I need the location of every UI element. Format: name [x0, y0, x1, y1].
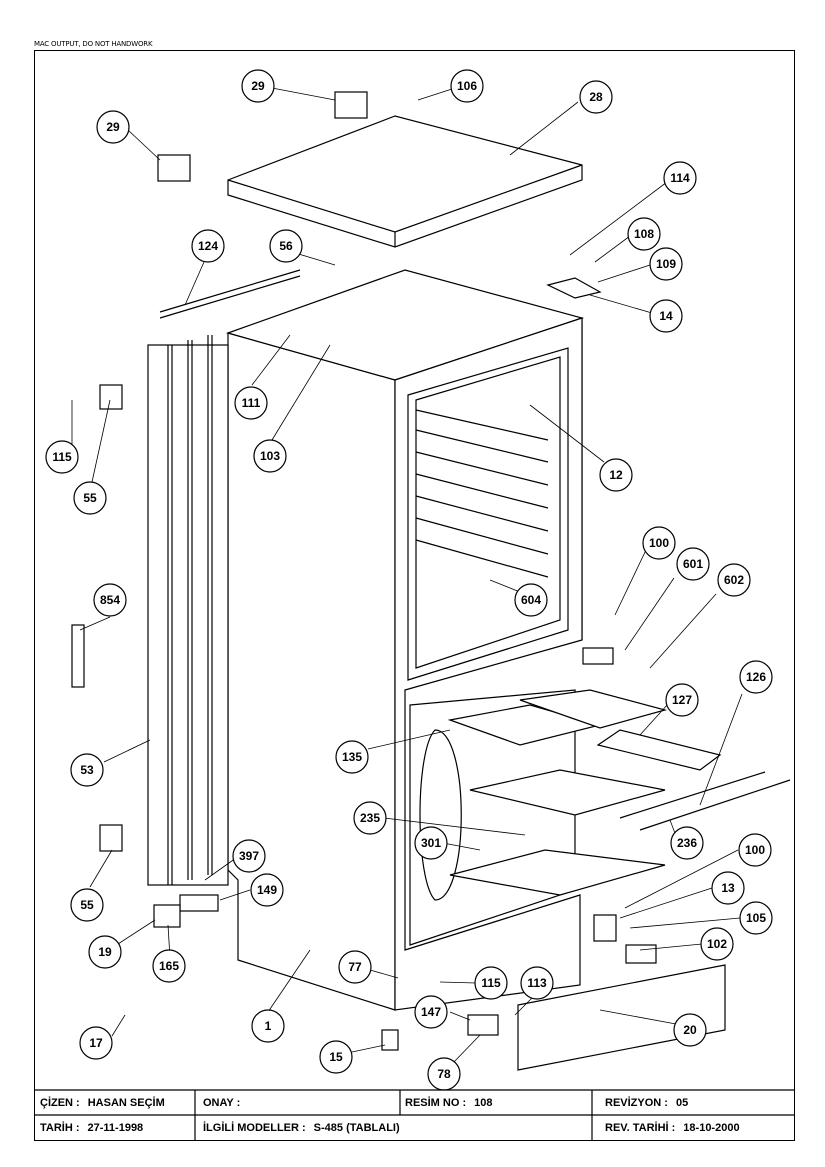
part-label-301: 301	[421, 836, 441, 850]
part-label-106: 106	[457, 79, 477, 93]
part-label-135: 135	[342, 750, 362, 764]
part-label-29: 29	[106, 120, 120, 134]
part-label-77: 77	[348, 960, 362, 974]
freezer-tray-2	[469, 769, 666, 816]
thermostat-854	[71, 624, 85, 688]
part-label-149: 149	[257, 883, 277, 897]
part-label-12: 12	[609, 468, 623, 482]
revision-date: REV. TARİHİ :18-10-2000	[605, 1122, 740, 1134]
part-label-127: 127	[672, 693, 692, 707]
foot	[381, 1029, 399, 1051]
part-label-53: 53	[80, 763, 94, 777]
part-label-13: 13	[721, 881, 735, 895]
drawing-number: RESİM NO :108	[405, 1097, 493, 1109]
part-label-56: 56	[279, 239, 293, 253]
part-label-602: 602	[724, 573, 744, 587]
date: TARİH :27-11-1998	[40, 1122, 144, 1134]
part-127	[596, 729, 722, 771]
part-label-78: 78	[437, 1067, 451, 1081]
part-label-397: 397	[239, 849, 259, 863]
revision: REVİZYON :05	[605, 1097, 689, 1109]
strip-124	[159, 269, 301, 313]
part-label-17: 17	[89, 1036, 103, 1050]
part-label-111: 111	[242, 396, 261, 410]
part-label-103: 103	[260, 449, 280, 463]
part-label-115: 115	[52, 450, 72, 464]
header-note: MAC OUTPUT, DO NOT HANDWORK	[34, 40, 153, 48]
part-label-29: 29	[251, 79, 265, 93]
part-label-105: 105	[746, 911, 766, 925]
part-label-126: 126	[746, 670, 766, 684]
part-label-235: 235	[360, 811, 380, 825]
part-label-604: 604	[521, 593, 541, 607]
related-models: İLGİLİ MODELLER :S-485 (TABLALI)	[203, 1122, 400, 1134]
cover-bracket-right	[334, 91, 368, 119]
part-label-236: 236	[677, 836, 697, 850]
part-label-55: 55	[83, 491, 97, 505]
fridge-compartment	[407, 347, 569, 681]
part-label-55: 55	[80, 898, 94, 912]
part-label-19: 19	[98, 945, 112, 959]
part-label-28: 28	[589, 90, 603, 104]
part-label-115: 115	[481, 976, 501, 990]
part-balloons	[45, 69, 773, 1091]
part-label-601: 601	[683, 557, 703, 571]
coil-149	[179, 894, 219, 912]
freezer-tray-3	[449, 849, 666, 896]
drawn-by: ÇİZEN :HASAN SEÇİM	[40, 1097, 165, 1109]
part-label-854: 854	[100, 593, 120, 607]
part-label-165: 165	[159, 959, 179, 973]
part-label-147: 147	[421, 1005, 441, 1019]
approval: ONAY :	[203, 1097, 241, 1109]
top-cover	[227, 115, 583, 248]
part-label-114: 114	[670, 171, 690, 185]
part-label-20: 20	[683, 1023, 697, 1037]
drawing-frame	[34, 50, 795, 1141]
part-label-109: 109	[656, 257, 676, 271]
part-label-1: 1	[265, 1019, 272, 1033]
cabinet-side	[227, 332, 396, 1011]
front-frame	[394, 317, 583, 1011]
bracket-14	[546, 277, 602, 299]
part-label-15: 15	[329, 1050, 343, 1064]
part-label-124: 124	[198, 239, 218, 253]
hinge-13	[593, 914, 617, 942]
strip-126	[619, 771, 766, 819]
part-label-108: 108	[634, 227, 654, 241]
part-label-113: 113	[527, 976, 547, 990]
part-label-14: 14	[659, 309, 673, 323]
kick-plate	[517, 964, 726, 1071]
part-label-100: 100	[745, 843, 765, 857]
part-label-100: 100	[649, 536, 669, 550]
part-label-102: 102	[707, 937, 727, 951]
